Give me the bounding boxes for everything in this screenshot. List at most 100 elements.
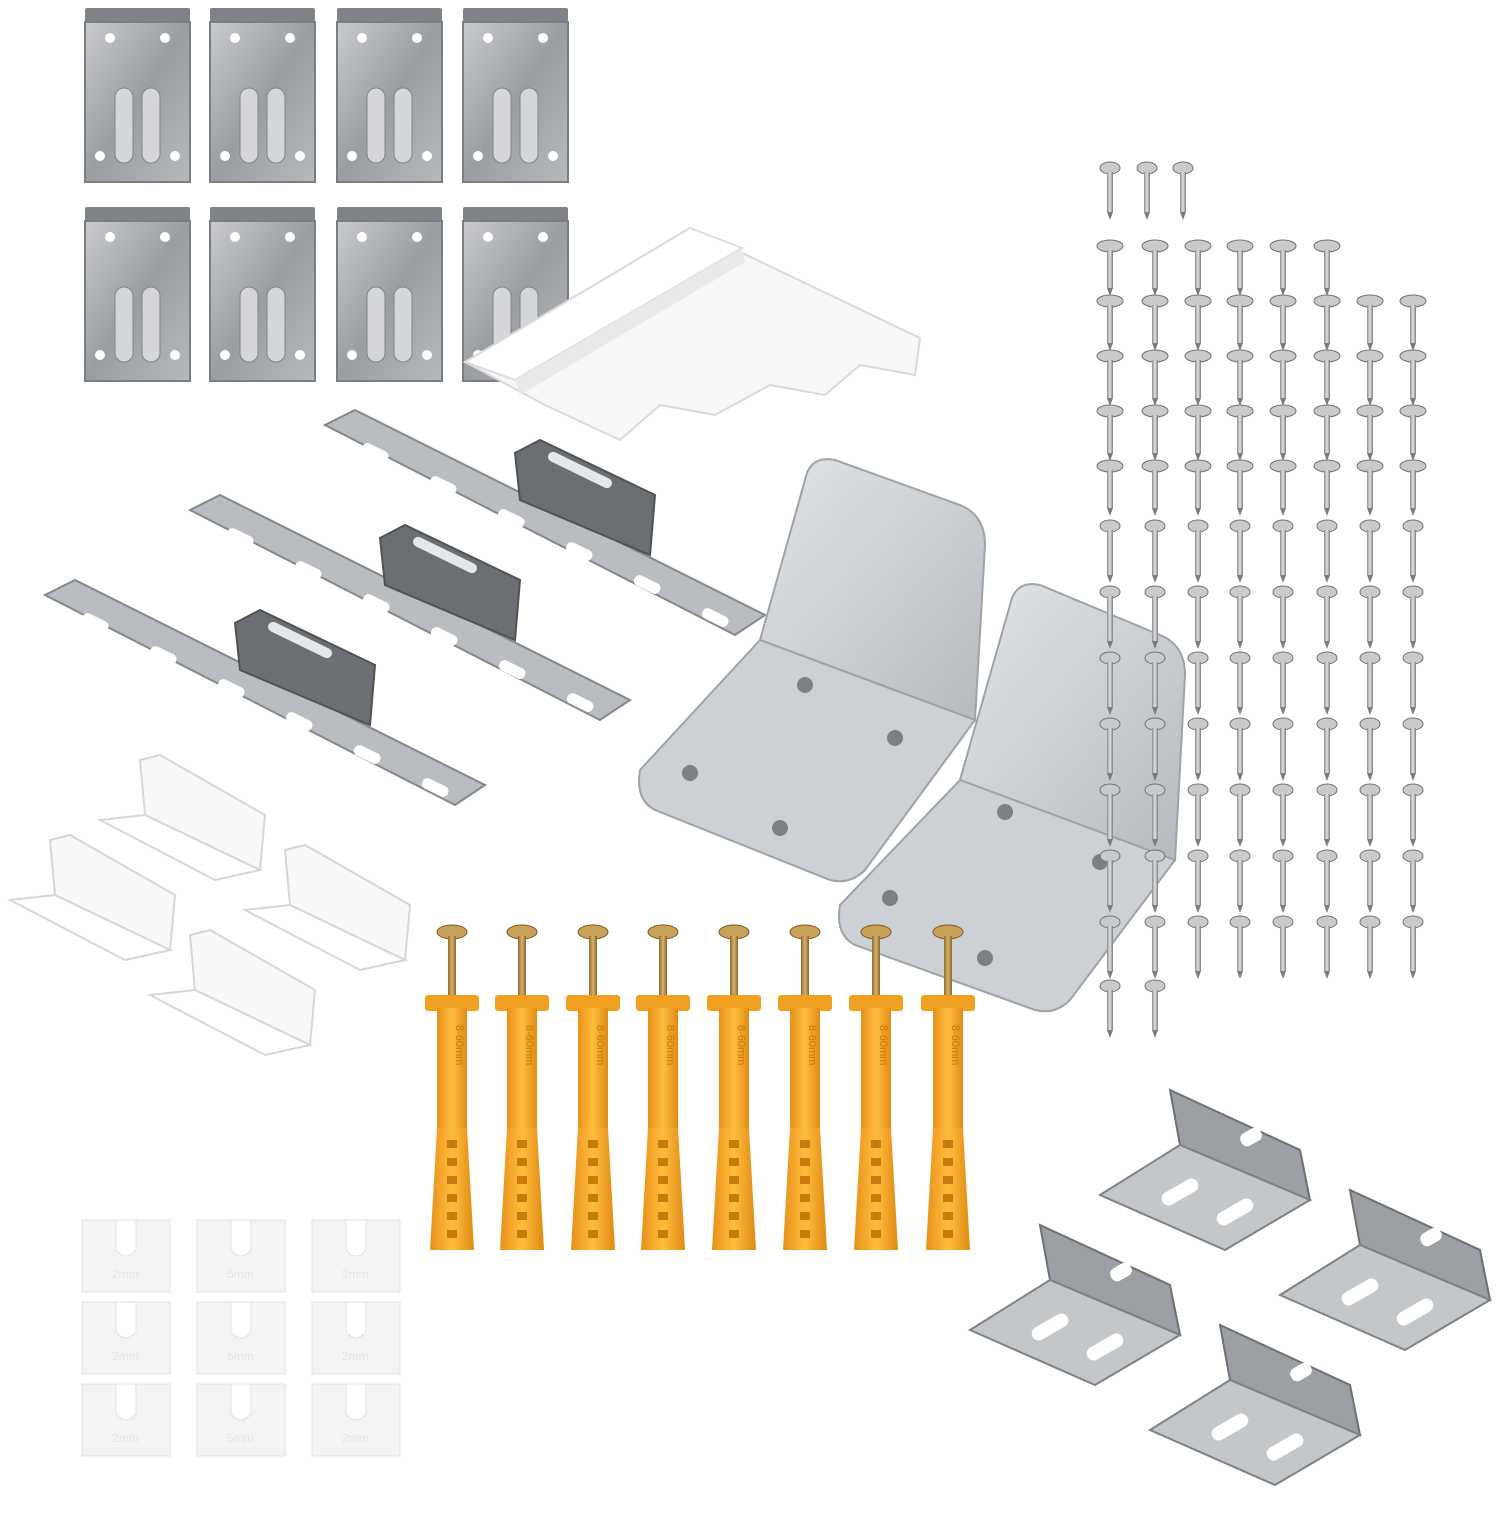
screw <box>1184 294 1212 351</box>
l-bracket <box>638 458 987 883</box>
screw <box>1356 294 1384 351</box>
screw <box>1187 915 1209 979</box>
screw <box>1316 519 1338 583</box>
screw <box>1187 783 1209 847</box>
screw <box>1402 849 1424 913</box>
hanging-plate <box>84 207 191 382</box>
wall-anchor: 8-60mm <box>707 924 761 1250</box>
shim: 2mm <box>81 1219 171 1293</box>
screw <box>1141 239 1169 296</box>
screw <box>1226 404 1254 461</box>
screw <box>1096 294 1124 351</box>
wall-anchor: 8-60mm <box>921 924 975 1250</box>
wall-anchor: 8-60mm <box>778 924 832 1250</box>
screw <box>1099 717 1121 781</box>
shim-label: 2mm <box>342 1431 369 1445</box>
white-l-clip <box>6 833 177 962</box>
anchor-marking: 8-60mm <box>949 1025 961 1065</box>
screw <box>1359 585 1381 649</box>
wall-anchor: 8-60mm <box>566 924 620 1250</box>
screw <box>1226 349 1254 406</box>
screw <box>1356 404 1384 461</box>
screw <box>1399 349 1427 406</box>
slotted-plate <box>322 408 767 637</box>
screw <box>1099 849 1121 913</box>
shim-label: 5mm <box>227 1267 254 1281</box>
slotted-plates <box>42 408 767 807</box>
screw <box>1402 717 1424 781</box>
l-bracket <box>838 583 1187 1013</box>
screw <box>1144 915 1166 979</box>
screw <box>1184 459 1212 516</box>
screw <box>1096 349 1124 406</box>
hanging-plate <box>209 207 316 382</box>
screw <box>1313 459 1341 516</box>
shim: 5mm <box>196 1301 286 1375</box>
screw <box>1187 651 1209 715</box>
screw <box>1099 783 1121 847</box>
shim-label: 5mm <box>227 1431 254 1445</box>
screw <box>1402 519 1424 583</box>
screw <box>1184 239 1212 296</box>
shim: 2mm <box>311 1301 401 1375</box>
screw <box>1316 585 1338 649</box>
screw <box>1269 349 1297 406</box>
screw <box>1316 783 1338 847</box>
hanging-plates <box>84 8 569 382</box>
screw <box>1141 404 1169 461</box>
screw <box>1402 585 1424 649</box>
white-l-clip <box>146 928 317 1057</box>
screw <box>1313 239 1341 296</box>
shim-label: 2mm <box>112 1349 139 1363</box>
anchor-marking: 8-60mm <box>806 1025 818 1065</box>
anchor-marking: 8-60mm <box>453 1025 465 1065</box>
shim: 2mm <box>81 1301 171 1375</box>
wall-anchor: 8-60mm <box>636 924 690 1250</box>
screw <box>1187 519 1209 583</box>
screw <box>1099 651 1121 715</box>
mounting-clip <box>1147 1323 1363 1487</box>
anchor-marking: 8-60mm <box>735 1025 747 1065</box>
hanging-plate <box>336 8 443 183</box>
screw <box>1359 849 1381 913</box>
screw <box>1144 783 1166 847</box>
screw <box>1096 239 1124 296</box>
slotted-plate <box>42 578 487 807</box>
shims: 2mm 5mm 2mm 2mm 5mm 2mm 2mm 5mm 2mm <box>81 1219 401 1457</box>
shim: 5mm <box>196 1383 286 1457</box>
screw <box>1136 161 1158 220</box>
screw <box>1359 651 1381 715</box>
screw <box>1172 161 1194 220</box>
screw <box>1187 717 1209 781</box>
slotted-plate <box>187 493 632 722</box>
screw <box>1226 459 1254 516</box>
shim-label: 2mm <box>112 1431 139 1445</box>
screw <box>1399 459 1427 516</box>
shim: 2mm <box>81 1383 171 1457</box>
screw <box>1359 519 1381 583</box>
screw <box>1141 459 1169 516</box>
screw <box>1229 915 1251 979</box>
screw <box>1096 459 1124 516</box>
screw <box>1359 915 1381 979</box>
shim-label: 2mm <box>342 1349 369 1363</box>
screw <box>1187 849 1209 913</box>
screw <box>1229 651 1251 715</box>
screw <box>1099 915 1121 979</box>
white-l-clips <box>6 753 412 1057</box>
mounting-clip <box>1277 1188 1493 1352</box>
screw <box>1272 585 1294 649</box>
screw <box>1184 349 1212 406</box>
screw <box>1399 404 1427 461</box>
screw <box>1144 717 1166 781</box>
screw <box>1359 717 1381 781</box>
anchor-marking: 8-60mm <box>664 1025 676 1065</box>
hanging-plate <box>462 8 569 183</box>
screw <box>1226 294 1254 351</box>
shim-label: 2mm <box>342 1267 369 1281</box>
screw <box>1141 294 1169 351</box>
screw <box>1402 783 1424 847</box>
screws <box>1096 161 1427 1038</box>
screw <box>1229 519 1251 583</box>
shim: 2mm <box>311 1219 401 1293</box>
